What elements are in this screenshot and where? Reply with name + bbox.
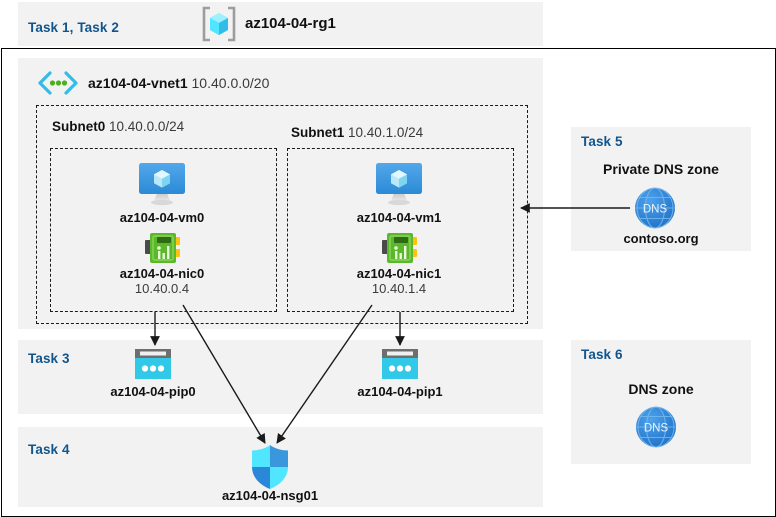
network-interface-icon — [381, 231, 419, 265]
public-ip-address-icon — [131, 347, 175, 385]
nic1-ip: 10.40.1.4 — [371, 281, 427, 296]
virtual-machine-icon — [133, 160, 191, 208]
subnet1-title: Subnet1 10.40.1.0/24 — [291, 125, 423, 140]
vnet-name: az104-04-vnet1 — [88, 75, 188, 91]
vnet-address-space: 10.40.0.0/20 — [191, 75, 270, 91]
resource-group-name: az104-04-rg1 — [245, 15, 336, 32]
virtual-network-icon — [36, 70, 80, 96]
subnet0-name: Subnet0 — [52, 119, 106, 134]
task5-zone-label: contoso.org — [581, 231, 741, 246]
dns-zone-icon: DNS — [632, 403, 680, 451]
network-security-group-icon — [248, 443, 292, 491]
vnet-panel — [18, 58, 543, 329]
nic1-name: az104-04-nic1 — [356, 266, 442, 281]
vnet-title: az104-04-vnet1 10.40.0.0/20 — [88, 75, 269, 91]
resource-group-icon — [200, 6, 238, 42]
subnet1-cidr: 10.40.1.0/24 — [348, 125, 424, 140]
dns-zone-icon: DNS — [631, 184, 679, 232]
network-interface-icon — [144, 231, 182, 265]
task-label-5: Task 5 — [581, 134, 623, 149]
rg-name-text: az104-04-rg1 — [245, 15, 336, 32]
vm1-label: az104-04-vm1 — [299, 210, 499, 225]
arrow-nic1-to-nsg — [276, 304, 373, 444]
public-ip-address-icon — [378, 347, 422, 385]
arrow-nic0-to-nsg — [182, 304, 266, 444]
task3-panel — [18, 340, 543, 414]
nic0-name: az104-04-nic0 — [119, 266, 205, 281]
private-dns-zone-name: contoso.org — [623, 231, 699, 246]
svg-text:DNS: DNS — [643, 204, 668, 216]
vm0-label: az104-04-vm0 — [62, 210, 262, 225]
nsg-name: az104-04-nsg01 — [221, 488, 319, 503]
pip1-name: az104-04-pip1 — [357, 384, 443, 399]
pip1-label: az104-04-pip1 — [300, 384, 500, 399]
vm1-name: az104-04-vm1 — [356, 210, 442, 225]
task-label-3: Task 3 — [28, 351, 70, 366]
nic0-label: az104-04-nic0 10.40.0.4 — [62, 266, 262, 296]
task-label-1-2: Task 1, Task 2 — [28, 20, 119, 35]
vm0-name: az104-04-vm0 — [119, 210, 205, 225]
svg-text:DNS: DNS — [644, 423, 669, 435]
pip0-name: az104-04-pip0 — [110, 384, 196, 399]
vnet-dashed-boundary — [36, 105, 528, 324]
virtual-machine-icon — [370, 160, 428, 208]
pip0-label: az104-04-pip0 — [53, 384, 253, 399]
task-label-6: Task 6 — [581, 347, 623, 362]
subnet1-dashed-boundary — [287, 148, 514, 312]
task5-heading: Private DNS zone — [603, 161, 719, 177]
subnet0-title: Subnet0 10.40.0.0/24 — [52, 119, 184, 134]
task-label-4: Task 4 — [28, 442, 70, 457]
nic0-ip: 10.40.0.4 — [134, 281, 190, 296]
resource-group-header-panel — [18, 2, 543, 46]
subnet0-dashed-boundary — [50, 148, 277, 312]
subnet0-cidr: 10.40.0.0/24 — [109, 119, 185, 134]
subnet1-name: Subnet1 — [291, 125, 345, 140]
nic1-label: az104-04-nic1 10.40.1.4 — [299, 266, 499, 296]
task6-heading: DNS zone — [628, 381, 694, 397]
nsg-label: az104-04-nsg01 — [170, 488, 370, 503]
